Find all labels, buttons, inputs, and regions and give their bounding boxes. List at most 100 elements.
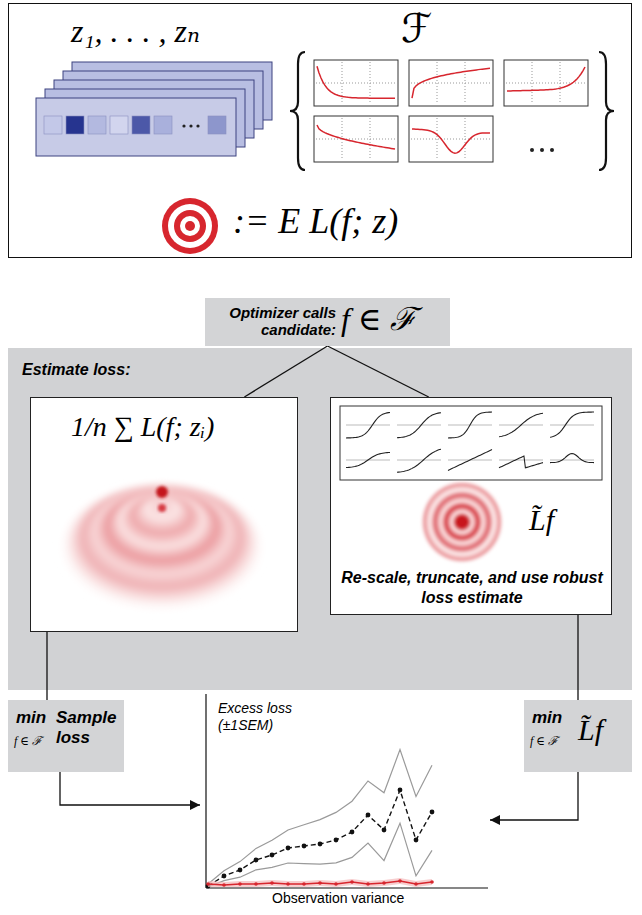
truncation-curve [448, 412, 492, 438]
excess-loss-plot [206, 694, 488, 888]
function-curve [317, 125, 395, 149]
brace [290, 52, 305, 170]
data-dot [206, 882, 210, 886]
function-curve [412, 68, 490, 98]
min-operator: min [532, 708, 562, 728]
data-dot [302, 844, 307, 849]
minimize-box: minf ∈ ℱL̃f [524, 700, 632, 772]
target-ring [180, 216, 200, 236]
grid-line [532, 62, 533, 104]
plot-frame [409, 116, 493, 162]
minimize-box: minf ∈ ℱSample loss [8, 700, 124, 772]
data-dot [286, 846, 291, 851]
function-plot [314, 60, 398, 106]
ellipsis-dot [196, 124, 199, 127]
data-dot [398, 879, 402, 883]
feature-cell [44, 116, 62, 134]
feature-cell [132, 116, 150, 134]
feature-cell [66, 116, 84, 134]
grid-line [506, 83, 586, 84]
ellipsis-dot [530, 148, 534, 152]
ellipsis-dot [550, 148, 554, 152]
grid-line [437, 118, 438, 160]
data-dot [350, 830, 355, 835]
data-dot [270, 881, 274, 885]
grid-line [316, 139, 396, 140]
function-plot [409, 116, 493, 162]
ellipsis-dot [540, 148, 544, 152]
function-plot [504, 60, 588, 106]
sample-loss-formula: 1/n ∑ L(f; zᵢ) [71, 410, 214, 444]
target-ring [162, 198, 218, 254]
baseline [499, 460, 543, 461]
data-dot [430, 880, 434, 884]
ellipsis-dot [182, 124, 185, 127]
data-dot [414, 838, 419, 843]
truncation-curve [346, 412, 390, 437]
connector [60, 772, 200, 805]
truncation-curve [499, 456, 543, 468]
sample-list: z₁, . . . , zₙ [71, 12, 200, 50]
sample-loss-label: Sample loss [56, 708, 118, 749]
data-dot [334, 882, 338, 886]
panel-heading: Estimate loss: [22, 360, 130, 379]
y-axis [205, 694, 206, 888]
function-curve [412, 129, 490, 153]
function-curve [317, 66, 395, 98]
robust-loss-symbol: L̃f [529, 502, 554, 538]
feature-cell [110, 116, 128, 134]
sem-lower [208, 823, 432, 887]
truncation-curve [397, 413, 441, 438]
data-dot [222, 883, 226, 887]
plot-frame [409, 60, 493, 106]
data-dot [366, 882, 370, 886]
data-dot [286, 882, 290, 886]
robust-loss-note: Re-scale, truncate, and use robust loss … [341, 568, 603, 608]
truncation-curve [397, 449, 441, 472]
connector [244, 346, 327, 397]
robust-loss-box: L̃fRe-scale, truncate, and use robust lo… [330, 397, 612, 615]
grid-line [342, 62, 343, 104]
feature-cell [208, 116, 226, 134]
data-dot [222, 874, 227, 879]
data-dot [382, 881, 386, 885]
truncation-curve [550, 454, 594, 463]
grid-line [437, 62, 438, 104]
data-dot [318, 842, 323, 847]
truncation-curve [346, 452, 390, 467]
baseline [346, 425, 390, 426]
box-fill [330, 397, 612, 615]
loss-surface-blob [58, 482, 266, 614]
data-dot [254, 882, 258, 886]
loss-peak [158, 504, 166, 512]
function-plot [409, 60, 493, 106]
min-operator: min [16, 708, 46, 728]
target-ring [185, 221, 195, 231]
data-dot [366, 813, 371, 818]
candidate-symbol: f ∈ ℱ [341, 300, 416, 338]
data-dot [398, 788, 403, 793]
robust-band [208, 878, 432, 887]
plot-frame [504, 60, 588, 106]
function-class: ℱ [401, 4, 432, 52]
data-dot [382, 828, 387, 833]
sample-loss-box: 1/n ∑ L(f; zᵢ) [30, 397, 298, 632]
box-fill [30, 397, 298, 632]
data-dot [302, 882, 306, 886]
panel-fill [8, 348, 632, 690]
connector [46, 632, 47, 700]
connector [490, 772, 578, 820]
data-dot [238, 882, 242, 886]
axis-title: Excess loss (±1SEM) [218, 700, 310, 734]
data-dot [430, 810, 435, 815]
truncation-curve [499, 413, 543, 437]
robust-target [420, 480, 504, 564]
data-cards [36, 62, 272, 156]
baseline [550, 460, 594, 461]
baseline [397, 425, 441, 426]
data-dot [414, 882, 418, 886]
grid-line [411, 83, 491, 84]
curve-panel [340, 406, 602, 480]
